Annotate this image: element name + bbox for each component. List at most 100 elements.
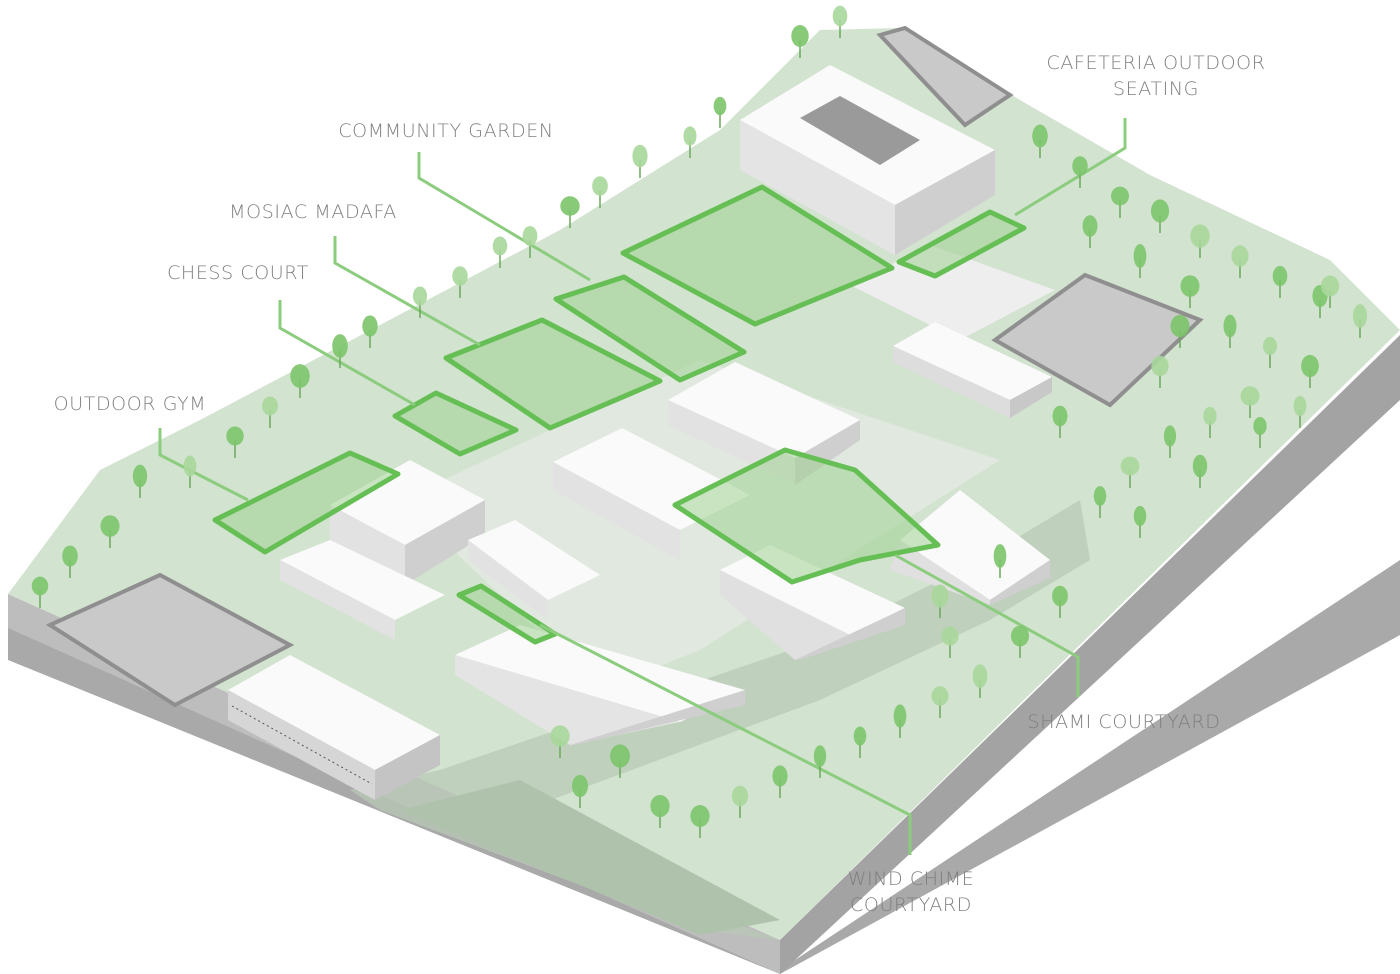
leader-line-shami-courtyard [894,553,1080,697]
tree-icon [1151,355,1169,388]
tree-icon [941,626,959,658]
tree-icon [362,315,378,348]
tree-icon [893,704,907,738]
tree-icon [522,225,538,258]
tree-icon [412,286,428,318]
label-mosiac-madafa: MOSIAC MADAFA [229,201,397,223]
building-mid [468,520,600,620]
label-wind-chime-courtyard: WIND CHIME COURTYARD [847,868,975,916]
label-community-garden: COMMUNITY GARDEN [338,120,554,142]
tree-icon [1052,585,1068,618]
tree-icon [1231,245,1249,278]
tree-icon [262,396,278,428]
building-west-long [280,540,445,640]
base-side-front [8,560,1400,974]
tree-icon [1133,505,1147,538]
tree-icon [592,176,608,208]
tree-icon [560,196,580,228]
tree-icon [1272,265,1288,298]
building-east [890,490,1050,605]
leader-line-cafeteria-outdoor-seating [1014,118,1127,217]
label-cafeteria-outdoor-seating: CAFETERIA OUTDOOR SEATING [1046,52,1266,100]
tree-icon [1180,275,1200,308]
tree-icon [1293,395,1307,428]
tree-icon [632,144,648,178]
leader-line-outdoor-gym [158,428,249,502]
entrance-path [400,780,780,935]
tree-icon [132,464,148,498]
leader-line-wind-chime-courtyard [539,623,912,855]
tree-icon [1052,405,1068,438]
tree-icon [1253,416,1267,448]
tree-icon [931,584,949,618]
tree-icon [1082,215,1098,248]
tree-icon [772,765,788,798]
tree-icon [690,805,710,838]
tree-icon [1190,224,1210,258]
building-main-block [740,65,995,255]
label-chess-court: CHESS COURT [167,262,309,284]
leader-line-chess-court [278,300,416,407]
tree-icon [62,545,78,578]
zone-shami-courtyard [672,447,941,585]
tree-icon [332,334,348,368]
tree-icon [1192,454,1208,488]
tree-icon [610,744,630,778]
building-cafeteria [893,322,1052,418]
base-side-right [780,335,1400,974]
tree-icon [931,686,949,718]
tree-icon [713,96,727,128]
tree-icon [550,725,570,758]
label-shami-courtyard: SHAMI COURTYARD [1027,711,1221,733]
zone-chess-court-large- [443,317,663,431]
tree-icon [1072,156,1088,188]
building-south-hall [228,655,440,800]
tree-icon [1111,186,1129,218]
tree-icon [31,576,49,608]
building-south-long [455,625,745,745]
tree-icon [572,774,588,808]
tree-icon [183,455,197,488]
tree-icon [1150,199,1170,233]
tree-icon [1320,275,1340,308]
sports-court-top [876,25,1014,128]
tree-icon [813,745,827,778]
tree-icon [1093,486,1107,518]
tree-icon [993,544,1007,578]
cafeteria-plaza [850,245,1055,340]
tree-icon [1262,336,1278,368]
tree-icon [650,794,670,828]
tree-icon [832,5,848,38]
tree-icon [1352,304,1368,338]
tree-icon [290,364,310,398]
tree-icon [452,266,468,298]
tree-icon [853,726,867,758]
zone-community-garden [620,184,895,327]
tree-icon [1032,124,1048,158]
tree-icon [492,236,508,268]
leader-line-community-garden [417,152,591,282]
tree-icon [1133,244,1147,278]
highlighted-zones [212,184,1027,645]
tree-icon [1240,386,1260,418]
sports-court-left [45,572,295,708]
tree-icon [1170,314,1190,348]
zone-mosiac-madafa [553,274,747,383]
tree-icon [791,25,809,58]
leader-line-mosiac-madafa [333,236,481,347]
tree-icon [683,126,697,158]
tree-icon [1163,425,1177,458]
tree-icon [1120,456,1140,488]
tree-icon [100,515,120,548]
label-outdoor-gym: OUTDOOR GYM [53,393,207,415]
trees [31,5,1368,838]
zone-chess-court [392,390,519,457]
tree-icon [731,785,749,818]
tree-icon [1203,406,1217,438]
tree-icon [972,664,988,698]
tree-icon [1010,625,1030,658]
sports-court-right [991,272,1204,408]
zone-outdoor-gym [212,450,401,555]
